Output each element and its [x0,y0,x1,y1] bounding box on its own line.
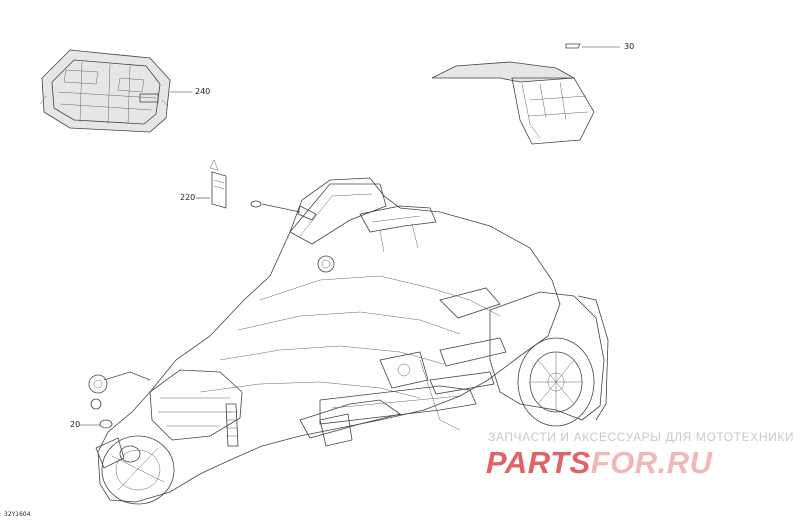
callout-windshield: 30 [624,42,635,51]
windshield-illustration [431,43,595,145]
callout-label-clip: 220 [180,193,196,202]
vehicle-illustration [88,177,609,505]
figure-id: 32Y1604 [4,511,31,518]
watermark-brand-part2: FOR.RU [590,445,713,480]
callout-cap: 20 [70,420,81,429]
label-clip-illustration [209,159,317,221]
seat-illustration [39,49,171,133]
watermark-logo: PARTSFOR.RU [486,445,713,481]
callout-seat: 240 [195,87,211,96]
watermark-subtitle: ЗАПЧАСТИ И АКСЕССУАРЫ ДЛЯ МОТОТЕХНИКИ [488,430,795,444]
watermark-brand-part1: PARTS [486,445,591,480]
